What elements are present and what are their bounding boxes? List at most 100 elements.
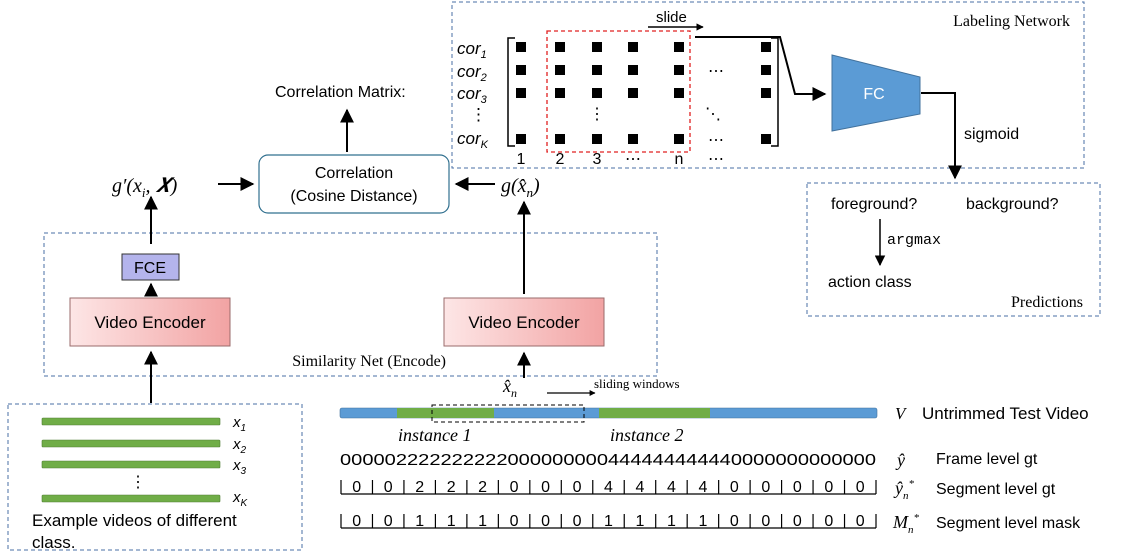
- predictions: foreground? background? argmax action cl…: [806, 182, 1101, 317]
- matrix-cell: [761, 134, 771, 144]
- example-label-k: xK: [232, 489, 249, 509]
- segment-value: 0: [352, 479, 361, 496]
- example-videos: x1 x2 x3 xK ⋮ Example videos of differen…: [7, 403, 303, 552]
- labeling-network-frame: [451, 1, 1085, 169]
- similarity-net: FCE Video Encoder Video Encoder Similari…: [43, 195, 658, 377]
- matrix-cell: [516, 88, 526, 98]
- segment-value: 0: [761, 513, 770, 530]
- example-label-3: x3: [232, 457, 247, 477]
- matrix-cell: [592, 88, 602, 98]
- segment-value: 0: [541, 479, 550, 496]
- row-label-3: cor3: [457, 84, 488, 106]
- segment-value: 0: [384, 513, 393, 530]
- left-encoder-label: Video Encoder: [94, 313, 206, 332]
- sigmoid-label: sigmoid: [964, 126, 1019, 143]
- instance-1-label: instance 1: [398, 425, 472, 445]
- segment-mask-symbol: Mn*: [892, 512, 920, 536]
- segment-value: 0: [384, 479, 393, 496]
- row-label-dots: ⋮: [470, 105, 487, 124]
- matrix-cell: [592, 65, 602, 75]
- video-label: Untrimmed Test Video: [922, 404, 1089, 423]
- matrix-cell: [628, 88, 638, 98]
- segment-value: 1: [636, 513, 645, 530]
- segment-gt-symbol: ŷn*: [893, 478, 915, 502]
- segment-mask-label: Segment level mask: [936, 515, 1081, 532]
- segment-value: 4: [636, 479, 645, 496]
- example-dots: ⋮: [130, 474, 146, 491]
- example-label-2: x2: [232, 436, 247, 456]
- fc-layer: [831, 54, 921, 132]
- video-instance-2-segment: [599, 408, 710, 418]
- segment-value: 0: [856, 479, 865, 496]
- action-class-label: action class: [828, 274, 912, 291]
- matrix-to-fc-arrow: [695, 36, 827, 101]
- predictions-frame: [806, 182, 1101, 317]
- row-label-k: corK: [457, 129, 489, 151]
- example-bar-k: [41, 494, 221, 503]
- segment-value: 0: [793, 513, 802, 530]
- instance-2-label: instance 2: [610, 425, 684, 445]
- example-label-1: x1: [232, 414, 246, 434]
- sliding-window-highlight: [546, 30, 691, 153]
- matrix-ellipsis: ⋯: [708, 63, 724, 80]
- col-label-3: 3: [593, 151, 602, 168]
- correlation-matrix-label: Correlation Matrix:: [275, 84, 406, 101]
- matrix-cell: [516, 134, 526, 144]
- col-label-dots-2: ⋯: [708, 151, 724, 168]
- fc-label: FC: [863, 86, 884, 103]
- col-label-2: 2: [556, 151, 565, 168]
- example-caption-line1: Example videos of different: [32, 511, 237, 530]
- matrix-ellipsis: ⋮: [589, 106, 605, 123]
- col-label-n: n: [675, 151, 684, 168]
- row-labels: cor1 cor2 cor3 ⋮ corK: [457, 39, 489, 151]
- matrix-ellipsis: ⋱: [705, 106, 721, 123]
- sliding-windows-label: sliding windows: [594, 376, 680, 391]
- labeling-network-title: Labeling Network: [953, 13, 1070, 30]
- segment-value: 1: [415, 513, 424, 530]
- matrix-cell: [674, 65, 684, 75]
- example-bar-3: [41, 460, 221, 469]
- fce-label: FCE: [134, 260, 166, 277]
- matrix-cells: ⋯ ⋯ ⋮ ⋱: [516, 42, 771, 149]
- matrix-cell: [674, 42, 684, 52]
- segment-value: 0: [510, 479, 519, 496]
- matrix-cell: [761, 42, 771, 52]
- correlation-title: Correlation: [315, 165, 393, 182]
- fce-box: [121, 253, 180, 281]
- segment-value: 2: [478, 479, 487, 496]
- frame-gt-symbol: ŷ: [895, 450, 905, 470]
- segment-value: 1: [698, 513, 707, 530]
- matrix-cell: [628, 42, 638, 52]
- segment-value: 0: [541, 513, 550, 530]
- matrix-cell: [592, 134, 602, 144]
- slide-label: slide: [656, 9, 687, 26]
- video-symbol: V: [895, 404, 908, 423]
- column-labels: 1 2 3 ⋯ n ⋯: [517, 151, 724, 168]
- background-label: background?: [966, 196, 1059, 213]
- matrix-cell: [761, 65, 771, 75]
- segment-value: 0: [730, 513, 739, 530]
- segment-value: 0: [824, 513, 833, 530]
- labeling-network: Labeling Network slide cor1 cor2 cor3 ⋮ …: [451, 1, 1085, 180]
- segment-value: 1: [447, 513, 456, 530]
- frame-gt-label: Frame level gt: [936, 451, 1038, 468]
- matrix-cell: [516, 65, 526, 75]
- col-label-1: 1: [517, 151, 526, 168]
- segment-value: 0: [793, 479, 802, 496]
- segment-value: 4: [604, 479, 613, 496]
- segment-value: 4: [698, 479, 707, 496]
- left-video-encoder: [69, 297, 231, 347]
- matrix-right-bracket: [771, 37, 779, 147]
- segment-gt-ticks: [340, 480, 877, 495]
- video-instance-1-segment: [397, 408, 494, 418]
- argmax-label: argmax: [887, 232, 941, 249]
- segment-value: 2: [447, 479, 456, 496]
- matrix-ellipsis: ⋯: [708, 132, 724, 149]
- right-video-encoder: [443, 297, 605, 347]
- segment-value: 0: [510, 513, 519, 530]
- segment-mask-ticks: [340, 514, 877, 529]
